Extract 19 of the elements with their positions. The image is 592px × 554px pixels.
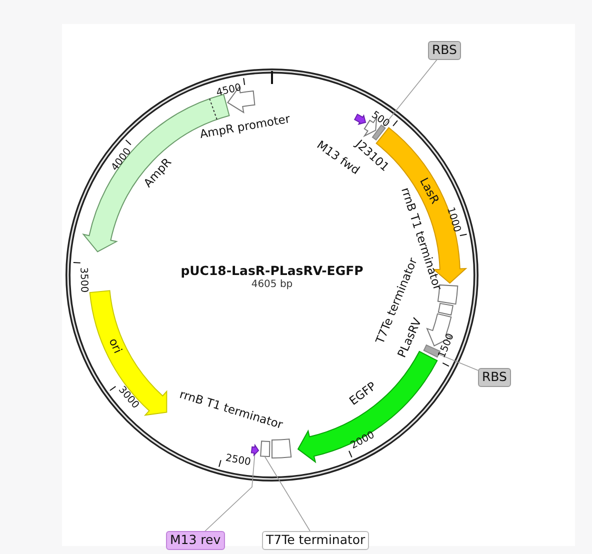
position-label: 2500 [224, 454, 252, 468]
callout-label: RBS [478, 368, 511, 386]
leader-line [383, 59, 438, 127]
callout-label: M13 rev [166, 531, 225, 550]
feature-label: LasR [418, 176, 441, 206]
position-label: 500 [370, 110, 391, 130]
leader-line [264, 456, 310, 532]
position-label: 3500 [78, 267, 88, 293]
feature-label: ori [107, 336, 124, 356]
callout-label: T7Te terminator [262, 531, 370, 550]
leader-line [204, 453, 256, 532]
callout-label: RBS [428, 41, 461, 60]
feature-label: AmpR promoter [198, 114, 291, 142]
position-label: 1000 [444, 206, 462, 234]
plasmid-size: 4605 bp [251, 279, 293, 290]
plasmid-name: pUC18-LasR-PLasRV-EGFP [180, 263, 364, 278]
position-label: 4500 [214, 83, 242, 99]
leader-line [438, 354, 478, 371]
position-label: 1500 [438, 332, 456, 360]
